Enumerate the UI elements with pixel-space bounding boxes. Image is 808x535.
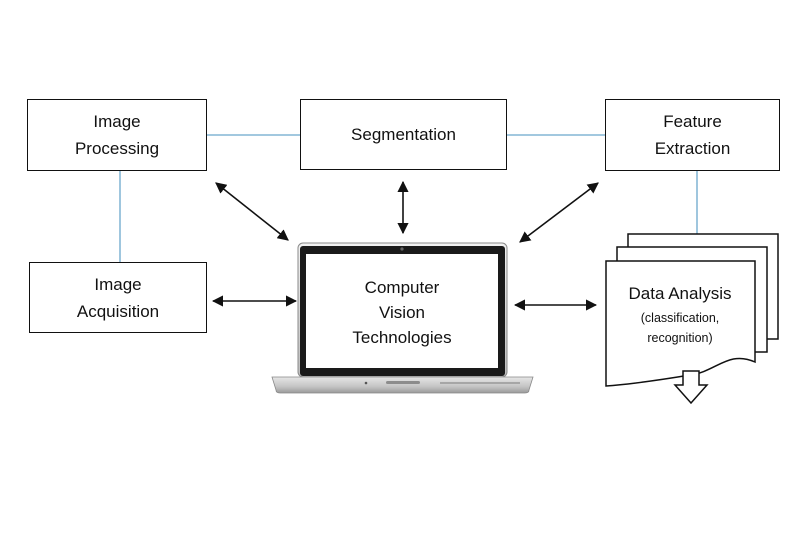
feature-extraction-line2: Extraction <box>654 139 731 158</box>
arrow-feature-vision <box>519 182 599 243</box>
image-processing-line2: Processing <box>74 139 160 158</box>
arrow-processing-vision <box>215 182 289 241</box>
computer-vision-label: Computer Vision Technologies <box>306 256 498 368</box>
computer-vision-line1: Computer <box>364 277 440 297</box>
down-arrow-icon <box>673 370 709 405</box>
segmentation-box: Segmentation <box>300 99 507 170</box>
image-acquisition-line2: Acquisition <box>76 301 160 321</box>
image-processing-line1: Image <box>93 112 141 131</box>
data-analysis-sub1: (classification, <box>640 311 720 325</box>
feature-extraction-line1: Feature <box>663 112 722 131</box>
image-processing-box: Image Processing <box>27 99 207 171</box>
computer-vision-line3: Technologies <box>352 327 452 347</box>
data-analysis-sub2: recognition) <box>647 331 713 345</box>
data-analysis-title: Data Analysis <box>628 284 732 303</box>
image-acquisition-box: Image Acquisition <box>29 262 207 333</box>
image-acquisition-line1: Image <box>94 274 142 294</box>
laptop-icon <box>271 242 534 394</box>
computer-vision-line2: Vision <box>379 302 425 322</box>
document-stack-icon <box>605 233 779 405</box>
segmentation-label: Segmentation <box>351 125 456 144</box>
feature-extraction-box: Feature Extraction <box>605 99 780 171</box>
data-analysis-label: Data Analysis (classification, recogniti… <box>606 280 754 348</box>
